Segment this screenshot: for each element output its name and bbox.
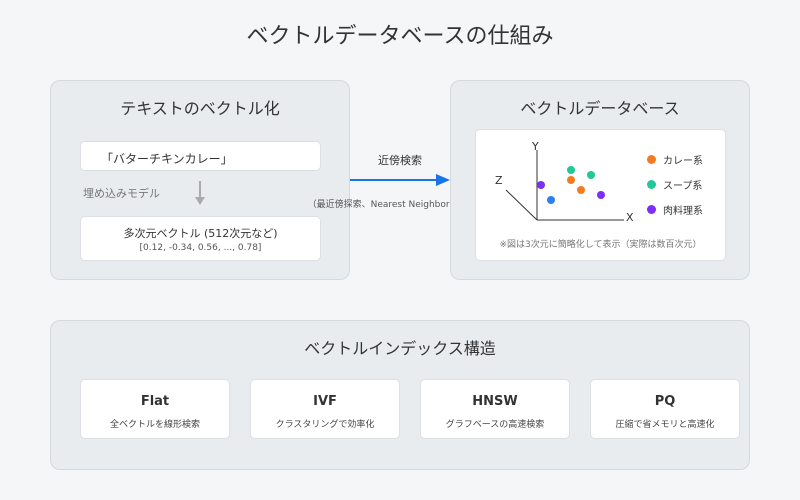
legend-dot-icon (647, 155, 656, 164)
index-name-pq: PQ (654, 394, 676, 409)
nearest-search-sublabel: （最近傍探索、Nearest Neighbor Search） (307, 200, 493, 210)
index-name-flat: Flat (140, 394, 170, 409)
point-meat-2 (597, 191, 605, 199)
index-name-ivf: IVF (313, 394, 337, 409)
legend-dot-icon (647, 205, 656, 214)
legend-label-soup: スープ系 (663, 181, 703, 192)
x-axis-label: X (626, 211, 634, 224)
index-card-flat: Flat 全ベクトルを線形検索 (80, 379, 230, 439)
legend-item-meat: 肉料理系 (647, 202, 703, 217)
point-soup-1 (567, 166, 575, 174)
z-axis-label: Z (495, 174, 503, 187)
simplification-note: ※図は3次元に簡略化して表示（実際は数百次元） (499, 240, 702, 250)
legend-dot-icon (647, 180, 656, 189)
legend-item-curry: カレー系 (647, 152, 703, 167)
index-desc-pq: 圧縮で省メモリと高速化 (615, 420, 715, 430)
panel-title-vectorization: テキストのベクトル化 (120, 99, 280, 118)
page-title: ベクトルデータベースの仕組み (246, 24, 554, 49)
legend: カレー系 スープ系 肉料理系 (647, 152, 703, 217)
input-text-card: 「バターチキンカレー」 (80, 141, 321, 171)
point-soup-2 (587, 171, 595, 179)
point-curry-1 (567, 176, 575, 184)
point-curry-2 (577, 186, 585, 194)
vector-title: 多次元ベクトル (512次元など) (123, 227, 278, 240)
embedding-model-label: 埋め込みモデル (83, 187, 160, 200)
legend-label-meat: 肉料理系 (663, 206, 703, 217)
nearest-search-label: 近傍検索 (378, 154, 422, 167)
down-arrow-icon (195, 181, 205, 205)
index-card-ivf: IVF クラスタリングで効率化 (250, 379, 400, 439)
index-card-pq: PQ 圧縮で省メモリと高速化 (590, 379, 740, 439)
index-desc-ivf: クラスタリングで効率化 (275, 420, 375, 430)
y-axis-label: Y (532, 140, 539, 153)
point-meat-1 (537, 181, 545, 189)
vector-card: 多次元ベクトル (512次元など) [0.12, -0.34, 0.56, ..… (80, 216, 321, 261)
vector-space-plot (505, 150, 624, 221)
index-desc-hnsw: グラフベースの高速検索 (445, 420, 545, 430)
panel-title-vector-db: ベクトルデータベース (520, 99, 680, 118)
panel-title-index: ベクトルインデックス構造 (304, 339, 496, 358)
text-vectorization-panel: テキストのベクトル化 「バターチキンカレー」 埋め込みモデル 多次元ベクトル (… (50, 80, 350, 280)
point-other-1 (547, 196, 555, 204)
vector-values: [0.12, -0.34, 0.56, ..., 0.78] (139, 243, 262, 253)
vector-database-panel: ベクトルデータベース Y X Z カレー系 スープ系 (450, 80, 750, 280)
index-name-hnsw: HNSW (472, 394, 518, 409)
vector-space-card: Y X Z カレー系 スープ系 肉料理系 ※図は3次元に簡略化して表示（実際は数… (475, 129, 726, 261)
z-axis (505, 189, 538, 221)
legend-item-soup: スープ系 (647, 177, 703, 192)
index-card-hnsw: HNSW グラフベースの高速検索 (420, 379, 570, 439)
input-text: 「バターチキンカレー」 (101, 152, 233, 166)
index-desc-flat: 全ベクトルを線形検索 (109, 420, 200, 430)
legend-label-curry: カレー系 (663, 156, 703, 167)
right-arrow-icon (350, 174, 450, 186)
